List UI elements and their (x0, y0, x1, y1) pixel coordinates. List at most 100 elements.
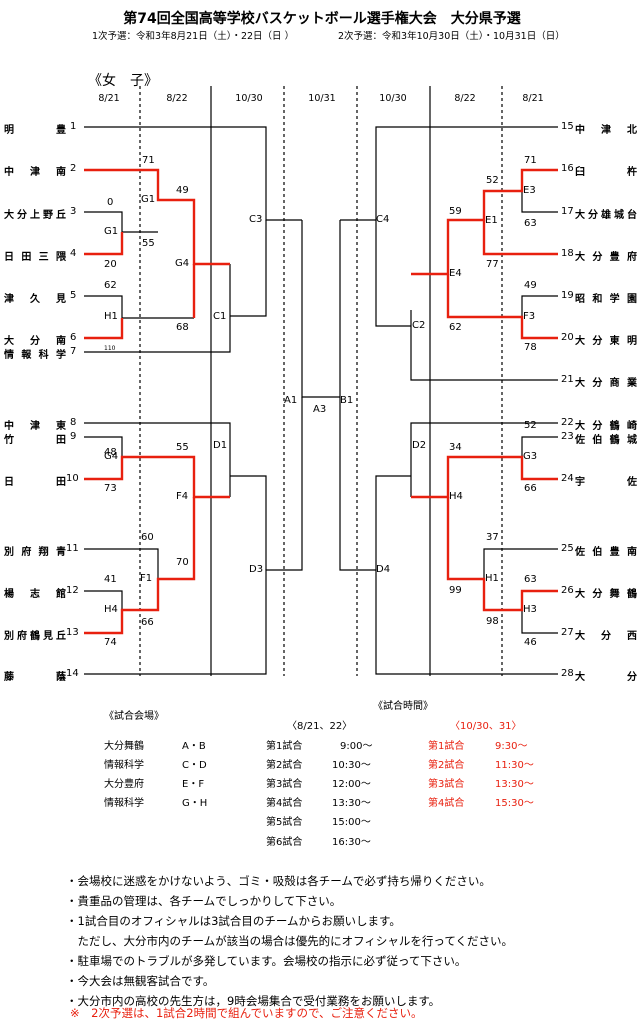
second-round-dates: 2次予選：令和3年10月30日（土）・10月31日（日） (338, 31, 565, 42)
team-name: 臼 杵 (575, 167, 637, 178)
game-time: 10:30〜 (332, 760, 371, 771)
warning-note: ※ 2次予選は、1試合2時間で組んでいますので、ご注意ください。 (70, 1006, 423, 1020)
game-slot: 第2試合 (428, 760, 465, 771)
game-label: H4 (104, 604, 118, 615)
game-time: 13:30〜 (495, 779, 534, 790)
date-header: 10/30 (235, 93, 263, 104)
venue-heading: 《試合会場》 (104, 711, 164, 722)
seed-number: 17 (561, 206, 574, 217)
score: 41 (104, 574, 117, 585)
score: 71 (142, 155, 155, 166)
seed-number: 4 (70, 248, 77, 259)
venue-courts: A・B (182, 741, 206, 752)
game-label: H1 (104, 311, 118, 322)
team-name: 大分商業 (575, 378, 637, 389)
team-name: 津久見 (4, 294, 66, 305)
seed-number: 28 (561, 668, 574, 679)
team-name: 宇 佐 (575, 477, 637, 488)
bracket-lines (84, 86, 558, 676)
game-time: 15:00〜 (332, 817, 371, 828)
team-name: 中津北 (575, 125, 637, 136)
seed-number: 2 (70, 163, 77, 174)
score: 52 (486, 175, 499, 186)
score: 0 (107, 197, 114, 208)
venue-place: 大分舞鶴 (104, 741, 144, 752)
seed-number: 5 (70, 290, 77, 301)
score: 34 (449, 442, 462, 453)
game-label: C2 (412, 320, 426, 331)
seed-number: 26 (561, 585, 574, 596)
game-label: H4 (449, 491, 463, 502)
seed-number: 25 (561, 543, 574, 554)
score: 77 (486, 259, 499, 270)
game-slot: 第3試合 (428, 779, 465, 790)
score: 62 (104, 280, 117, 291)
score: 52 (524, 420, 537, 431)
game-label: H1 (485, 573, 499, 584)
game-time: 11:30〜 (495, 760, 534, 771)
team-name: 大分豊府 (575, 252, 637, 263)
seed-number: 14 (66, 668, 79, 679)
game-label: C3 (249, 214, 263, 225)
team-name: 日 田 (4, 477, 66, 488)
game-label: E4 (449, 268, 462, 279)
game-label: F4 (176, 491, 189, 502)
seed-number: 3 (70, 206, 77, 217)
score: 37 (486, 532, 499, 543)
notice-line: ・1試合目のオフィシャルは3試合目のチームからお願いします。 (66, 914, 401, 928)
page-title: 第74回全国高等学校バスケットボール選手権大会 大分県予選 (123, 11, 521, 27)
team-name: 佐伯豊南 (575, 547, 637, 558)
score: 60 (141, 532, 154, 543)
seed-number: 19 (561, 290, 574, 301)
score: 99 (449, 585, 462, 596)
venue-place: 情報科学 (104, 798, 144, 809)
game-label: G1 (141, 194, 156, 205)
score: 49 (524, 280, 537, 291)
score-note: 110 (104, 345, 116, 352)
seed-number: 10 (66, 473, 79, 484)
game-slot: 第2試合 (266, 760, 303, 771)
game-label: G1 (104, 226, 119, 237)
team-name: 楊志館 (4, 589, 66, 600)
notice-line: ・貴重品の管理は、各チームでしっかりして下さい。 (66, 894, 342, 908)
seed-number: 20 (561, 332, 574, 343)
game-slot: 第4試合 (266, 798, 303, 809)
team-name: 竹 田 (4, 435, 66, 446)
game-slot: 第5試合 (266, 817, 303, 828)
team-name: 別府翔青 (4, 547, 66, 558)
score: 62 (449, 322, 462, 333)
score: 78 (524, 342, 537, 353)
seed-number: 22 (561, 417, 574, 428)
notice-line: ・大分市内の高校の先生方は，9時会場集合で受付業務をお願いします。 (66, 994, 441, 1008)
score: 66 (141, 617, 154, 628)
team-name: 情報科学 (4, 350, 66, 361)
score: 70 (176, 557, 189, 568)
game-time: 13:30〜 (332, 798, 371, 809)
team-name: 大分鶴崎 (575, 421, 637, 432)
seed-number: 21 (561, 374, 574, 385)
notice-line: ただし、大分市内のチームが該当の場合は優先的にオフィシャルを行ってください。 (66, 934, 514, 948)
time-heading: 《試合時間》 (373, 701, 433, 712)
seed-number: 7 (70, 346, 77, 357)
game-label: B1 (340, 395, 354, 406)
date-header: 8/21 (98, 93, 120, 104)
score: 71 (524, 155, 537, 166)
game-label: G4 (175, 258, 190, 269)
team-name: 大分東明 (575, 336, 637, 347)
time-period-2nd: 〈10/30、31〉 (450, 721, 522, 732)
venue-place: 情報科学 (104, 760, 144, 771)
date-header: 8/22 (454, 93, 476, 104)
date-header: 8/21 (522, 93, 544, 104)
score: 73 (104, 483, 117, 494)
team-name: 別府鶴見丘 (4, 631, 66, 642)
score: 63 (524, 218, 537, 229)
seed-number: 18 (561, 248, 574, 259)
date-header: 8/22 (166, 93, 188, 104)
game-label: A3 (313, 404, 327, 415)
team-name: 明 豊 (4, 125, 66, 136)
seed-number: 24 (561, 473, 574, 484)
team-name: 中津東 (4, 421, 66, 432)
team-name: 藤 蔭 (4, 672, 66, 683)
score: 49 (176, 185, 189, 196)
score: 59 (449, 206, 462, 217)
